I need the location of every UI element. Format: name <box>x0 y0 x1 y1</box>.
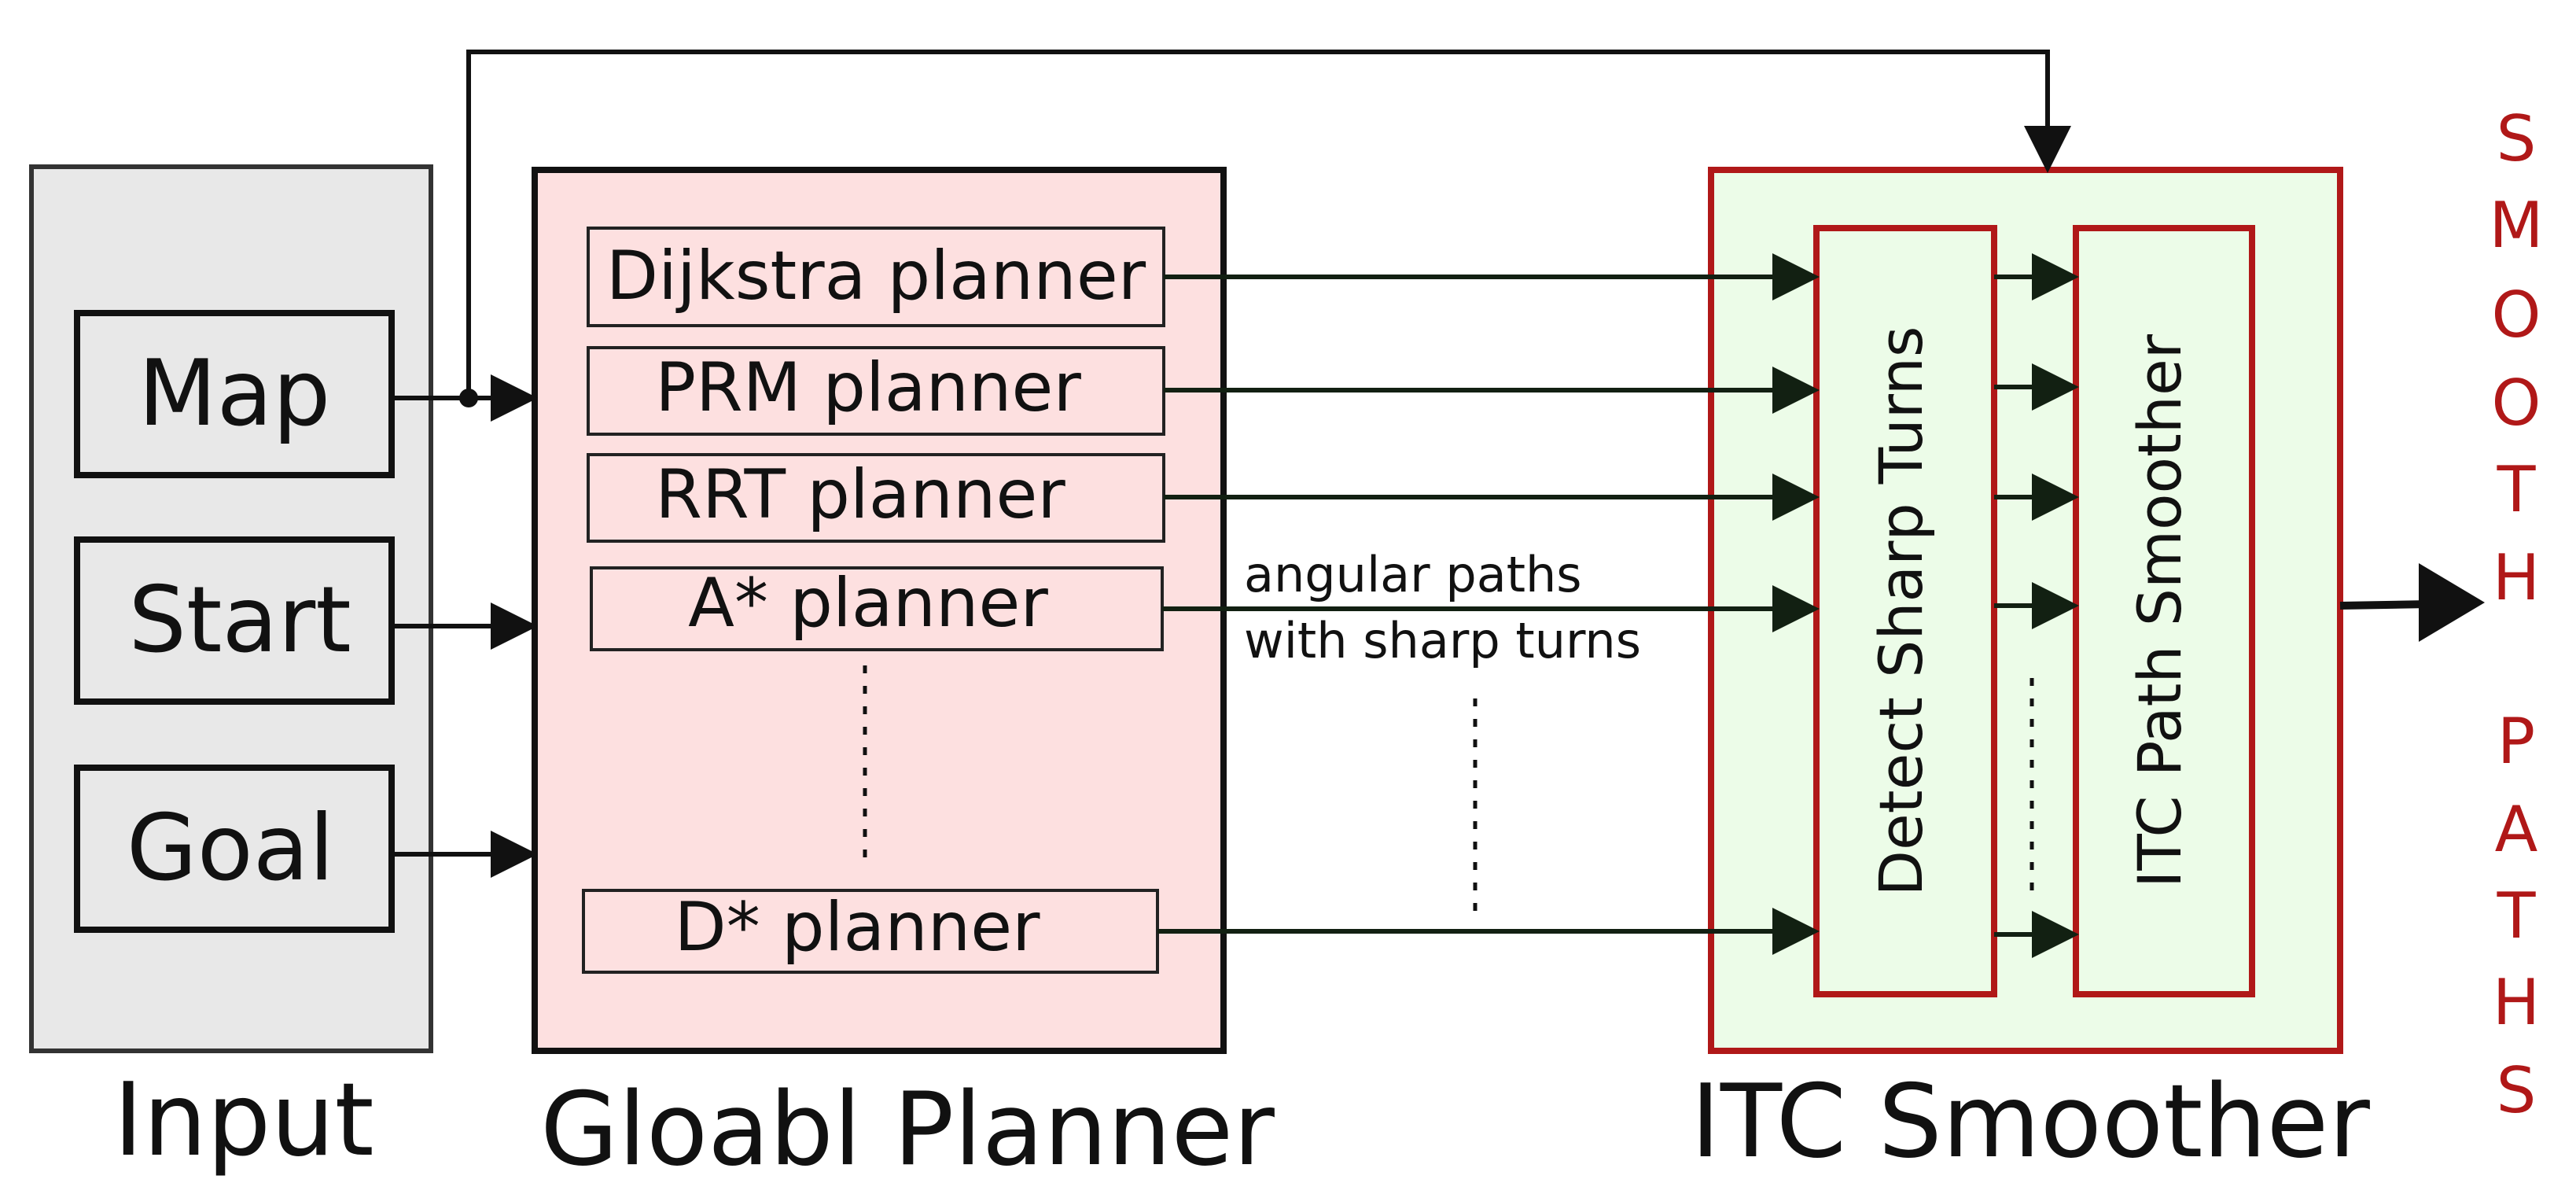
output-letter: T <box>2497 453 2537 526</box>
output-arrow-shaft <box>2339 600 2431 610</box>
input-start-label: Start <box>128 567 351 673</box>
output-arrow-head <box>2419 563 2485 642</box>
planner-rrt-box <box>587 453 1165 543</box>
output-letter: H <box>2493 541 2540 614</box>
input-block: Map Start Goal <box>29 164 433 1053</box>
input-map-label: Map <box>138 341 331 447</box>
planner-dijkstra-box <box>587 227 1165 327</box>
planner-block: Dijkstra planner PRM planner RRT planner… <box>532 167 1227 1054</box>
input-map-box <box>74 310 395 478</box>
output-letter: S <box>2497 102 2537 175</box>
output-letter: O <box>2492 367 2541 440</box>
output-label: S M O O T H P A T H S <box>2489 102 2543 1127</box>
input-goal-label: Goal <box>127 795 334 901</box>
output-letter: O <box>2492 278 2541 352</box>
detect-sharp-turns-box <box>1813 225 1997 997</box>
connectors <box>392 50 2485 958</box>
planner-dstar-label: D* planner <box>674 888 1040 967</box>
output-letter: M <box>2489 189 2543 262</box>
planner-prm-box <box>587 346 1165 436</box>
output-letter: T <box>2497 879 2537 953</box>
planner-prm-label: PRM planner <box>655 348 1081 427</box>
output-letter: P <box>2497 705 2535 778</box>
planner-dijkstra-label: Dijkstra planner <box>606 237 1146 315</box>
itc-path-smoother-box <box>2073 225 2255 997</box>
input-caption: Input <box>113 1062 374 1179</box>
itc-path-smoother-label: ITC Path Smoother <box>2125 334 2195 888</box>
detect-sharp-turns-label: Detect Sharp Turns <box>1866 326 1936 897</box>
smoother-block: Detect Sharp Turns ITC Path Smoother <box>1708 167 2343 1054</box>
planner-dstar-box <box>582 889 1159 974</box>
input-start-box <box>74 536 395 705</box>
planner-astar-label: A* planner <box>688 564 1048 643</box>
output-letter: S <box>2497 1054 2537 1127</box>
annotation-line-2: with sharp turns <box>1244 612 1641 669</box>
annotation-line-1: angular paths <box>1244 546 1582 603</box>
planner-caption: Gloabl Planner <box>540 1071 1275 1183</box>
output-letter: A <box>2495 793 2538 866</box>
smoother-caption: ITC Smoother <box>1691 1063 2370 1181</box>
output-letter: H <box>2493 966 2540 1039</box>
input-goal-box <box>74 765 395 933</box>
planner-rrt-label: RRT planner <box>655 455 1065 534</box>
planner-astar-box <box>590 566 1164 651</box>
map-to-smoother-arrow <box>466 50 2071 398</box>
